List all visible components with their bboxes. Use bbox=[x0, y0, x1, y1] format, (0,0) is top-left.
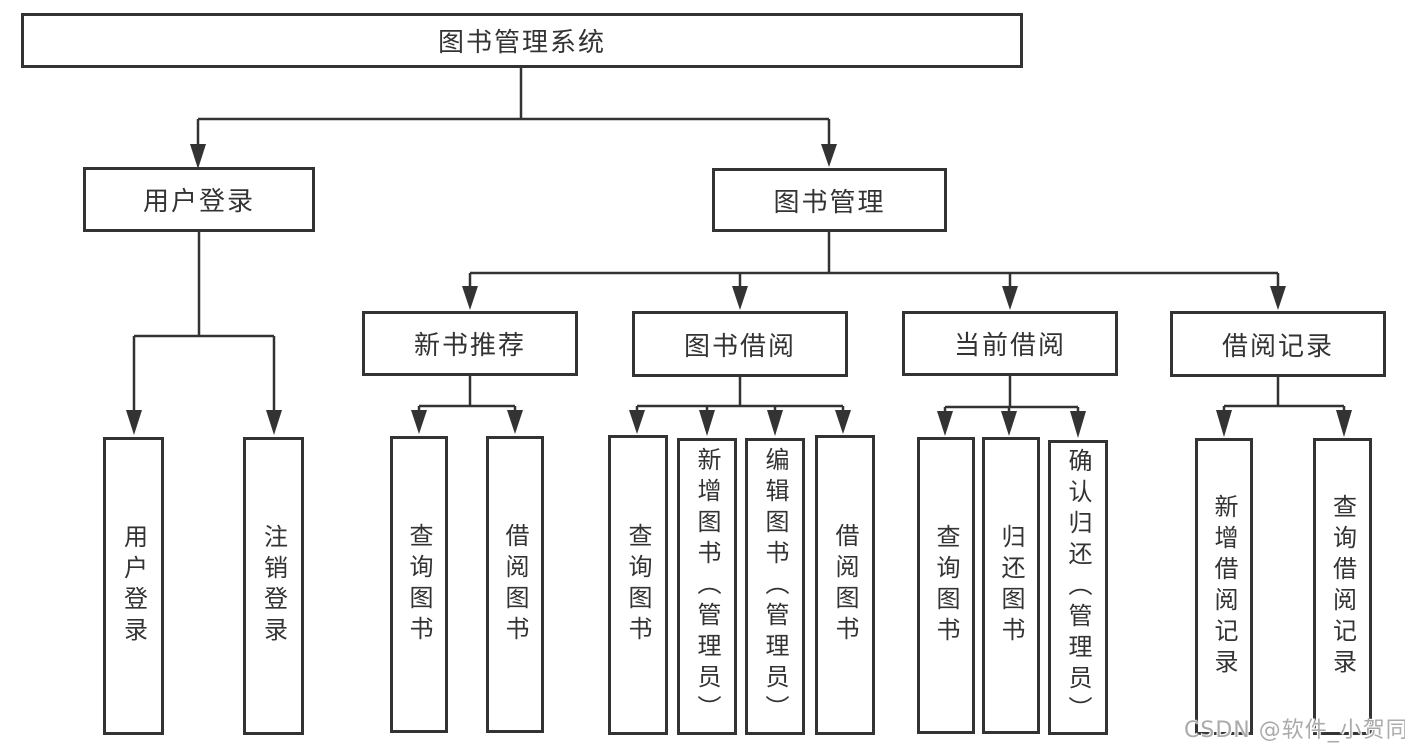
connector-borrow-record-to-leaves bbox=[1216, 376, 1352, 437]
leaf-borrow-borrow-book-label: 借阅图书 bbox=[831, 523, 859, 647]
node-root-system: 图书管理系统 bbox=[21, 13, 1023, 68]
node-book-borrow-label: 图书借阅 bbox=[683, 331, 796, 362]
node-book-management: 图书管理 bbox=[712, 168, 947, 232]
connector-book-borrow-to-leaves bbox=[629, 376, 851, 436]
leaf-user-login-label: 用户登录 bbox=[119, 524, 148, 648]
connector-new-book-to-leaves bbox=[411, 376, 523, 434]
leaf-user-login: 用户登录 bbox=[103, 437, 164, 735]
leaf-logout-label: 注销登录 bbox=[259, 524, 288, 648]
leaf-logout: 注销登录 bbox=[243, 437, 304, 735]
leaf-borrow-borrow-book: 借阅图书 bbox=[815, 435, 875, 735]
leaf-newbook-query-book: 查询图书 bbox=[390, 436, 448, 733]
leaf-record-query-record: 查询借阅记录 bbox=[1313, 438, 1372, 735]
node-borrow-record-label: 借阅记录 bbox=[1221, 331, 1334, 362]
node-root-system-label: 图书管理系统 bbox=[437, 28, 606, 58]
csdn-watermark: CSDN @软件_小贺同学 bbox=[1184, 718, 1405, 743]
leaf-newbook-borrow-book-label: 借阅图书 bbox=[501, 522, 529, 647]
node-current-borrow: 当前借阅 bbox=[902, 311, 1118, 376]
leaf-borrow-query-book-label: 查询图书 bbox=[624, 523, 652, 647]
leaf-record-query-record-label: 查询借阅记录 bbox=[1328, 493, 1357, 680]
leaf-borrow-add-book-admin-label: 新增图书（管理员） bbox=[693, 447, 721, 726]
leaf-current-return-book: 归还图书 bbox=[982, 437, 1040, 734]
connector-book-management-to-level3 bbox=[462, 232, 1286, 310]
leaf-borrow-query-book: 查询图书 bbox=[608, 435, 668, 735]
leaf-current-query-book: 查询图书 bbox=[917, 437, 975, 734]
node-book-borrow: 图书借阅 bbox=[632, 311, 848, 377]
node-new-book-recommend: 新书推荐 bbox=[362, 311, 578, 376]
leaf-record-add-record-label: 新增借阅记录 bbox=[1210, 493, 1238, 680]
leaf-current-confirm-return-admin: 确认归还（管理员） bbox=[1048, 440, 1108, 735]
node-user-login: 用户登录 bbox=[83, 167, 315, 232]
leaf-current-confirm-return-admin-label: 确认归还（管理员） bbox=[1064, 448, 1092, 727]
connector-root-to-level2 bbox=[190, 68, 837, 169]
leaf-record-add-record: 新增借阅记录 bbox=[1195, 438, 1253, 735]
node-book-management-label: 图书管理 bbox=[773, 187, 886, 218]
leaf-newbook-borrow-book: 借阅图书 bbox=[486, 436, 544, 733]
leaf-newbook-query-book-label: 查询图书 bbox=[405, 522, 433, 647]
node-borrow-record: 借阅记录 bbox=[1170, 311, 1386, 377]
leaf-current-return-book-label: 归还图书 bbox=[997, 523, 1025, 648]
connector-current-borrow-to-leaves bbox=[937, 376, 1086, 438]
leaf-borrow-edit-book-admin: 编辑图书（管理员） bbox=[745, 438, 805, 735]
leaf-current-query-book-label: 查询图书 bbox=[932, 523, 960, 648]
node-new-book-recommend-label: 新书推荐 bbox=[413, 331, 526, 361]
leaf-borrow-add-book-admin: 新增图书（管理员） bbox=[677, 438, 737, 735]
leaf-borrow-edit-book-admin-label: 编辑图书（管理员） bbox=[761, 447, 789, 726]
connector-user-login-to-leaves bbox=[126, 232, 282, 435]
node-user-login-label: 用户登录 bbox=[142, 187, 255, 217]
node-current-borrow-label: 当前借阅 bbox=[953, 331, 1066, 361]
